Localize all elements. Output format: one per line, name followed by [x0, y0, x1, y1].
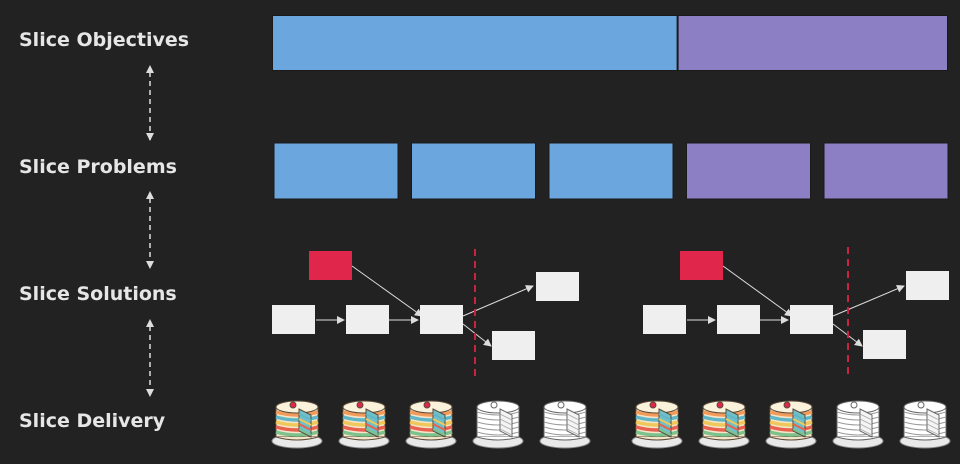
problem-box — [309, 251, 352, 280]
problem-slice-blue — [273, 142, 399, 200]
solution-flow-2 — [643, 247, 949, 375]
problem-slice-purple — [823, 142, 949, 200]
cake-delivered-icon — [765, 400, 817, 449]
label-slice-objectives: Slice Objectives — [19, 29, 190, 51]
solution-box — [643, 305, 686, 334]
objective-segment-blue — [272, 15, 678, 71]
cake-delivered-icon — [405, 400, 457, 449]
solution-box — [906, 271, 949, 300]
cake-delivered-icon — [631, 400, 683, 449]
solution-box — [346, 305, 389, 334]
cake-pending-icon — [832, 400, 884, 449]
problem-slice-blue — [411, 142, 536, 200]
cake-delivered-icon — [698, 400, 750, 449]
problem-slice-blue — [548, 142, 674, 200]
solution-box — [717, 305, 760, 334]
cake-pending-icon — [472, 400, 524, 449]
delivery-cakes — [271, 400, 951, 449]
objective-segment-purple — [677, 15, 948, 71]
cake-pending-icon — [539, 400, 591, 449]
objectives-bar — [272, 15, 948, 71]
solution-box — [790, 305, 833, 334]
solution-box — [492, 331, 535, 360]
label-slice-delivery: Slice Delivery — [19, 410, 166, 432]
problem-slice-purple — [686, 142, 811, 200]
solution-box — [863, 330, 906, 359]
cake-pending-icon — [899, 400, 951, 449]
solution-box — [272, 305, 315, 334]
cake-delivered-icon — [338, 400, 390, 449]
label-slice-solutions: Slice Solutions — [19, 283, 177, 305]
label-slice-problems: Slice Problems — [19, 156, 177, 178]
problem-box — [680, 251, 723, 280]
problems-row — [273, 142, 949, 200]
cake-delivered-icon — [271, 400, 323, 449]
solution-box — [420, 305, 463, 334]
solution-box — [536, 272, 579, 301]
solution-flow-1 — [272, 249, 579, 378]
